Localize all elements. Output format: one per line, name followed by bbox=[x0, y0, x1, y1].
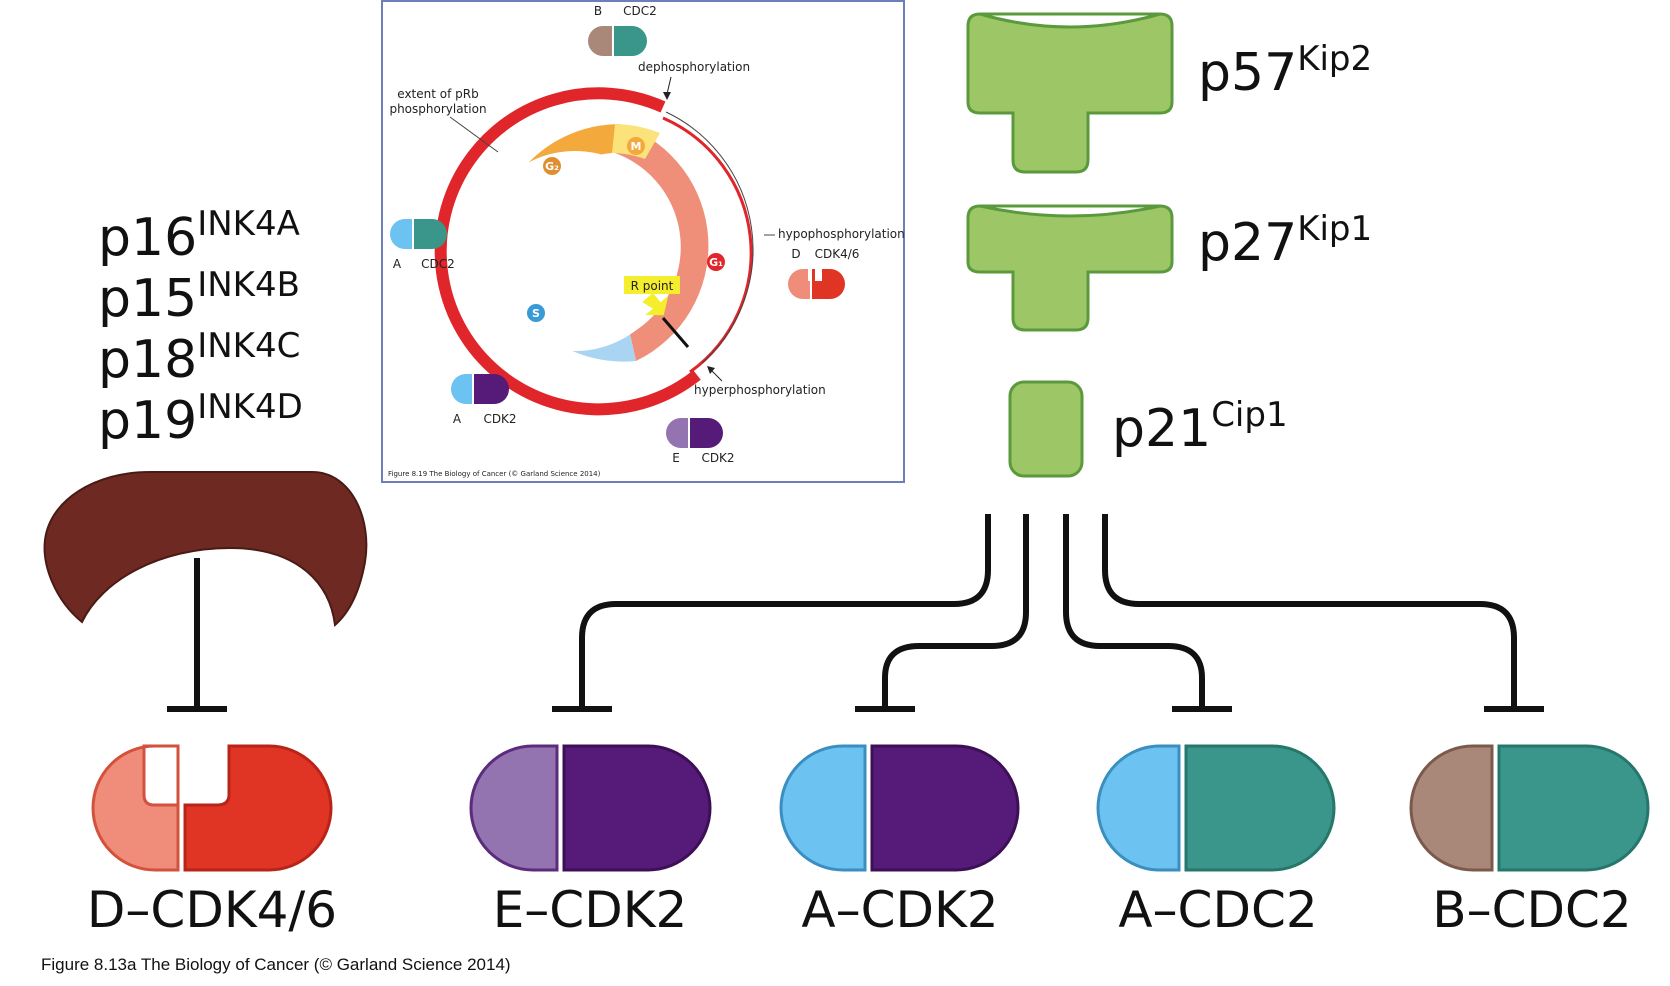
complex-d-cdk46 bbox=[91, 744, 333, 872]
inset-bl-cdk-label: CDK2 bbox=[483, 412, 516, 426]
inset-cell-cycle-figure: M G₂ G₁ S R point extent of pRb phosphor… bbox=[381, 0, 905, 483]
inset-left-cyclin-label: A bbox=[393, 257, 402, 271]
inset-right-cyclin-label: D bbox=[791, 247, 800, 261]
extent-label-1: extent of pRb bbox=[397, 87, 478, 101]
p21-label: p21Cip1 bbox=[1112, 395, 1288, 459]
inset-left-cdk-label: CDC2 bbox=[421, 257, 455, 271]
inset-a-cdc2-complex-left: A CDC2 bbox=[390, 219, 455, 271]
inset-d-cdk46-complex: D CDK4/6 bbox=[788, 247, 859, 299]
complex-label-b-cdc2: B–CDC2 bbox=[1432, 881, 1631, 939]
inset-top-cdk-label: CDC2 bbox=[623, 4, 657, 18]
complex-a-cdk2 bbox=[779, 744, 1020, 872]
p57-label: p57Kip2 bbox=[1198, 39, 1372, 103]
inset-b-cdc2-complex: B CDC2 bbox=[588, 4, 657, 56]
ink4-p15: p15INK4B bbox=[98, 265, 300, 329]
prb-phosphorylation-ring bbox=[434, 87, 701, 416]
hypophosphorylation-label: hypophosphorylation bbox=[778, 227, 905, 241]
inset-bl-cyclin-label: A bbox=[453, 412, 462, 426]
ink4-inhibitor-list: p16INK4A p15INK4B p18INK4C p19INK4D bbox=[98, 204, 303, 451]
phase-g2-label: G₂ bbox=[545, 160, 559, 173]
inset-top-cyclin-label: B bbox=[594, 4, 602, 18]
complex-label-d-cdk46: D–CDK4/6 bbox=[87, 881, 337, 939]
hyperphosphorylation-label: hyperphosphorylation bbox=[694, 383, 826, 397]
inset-bottom-cdk-label: CDK2 bbox=[701, 451, 734, 465]
phase-g1-label: G₁ bbox=[709, 256, 723, 269]
inset-e-cdk2-complex: E CDK2 bbox=[666, 418, 735, 465]
phase-s-label: S bbox=[532, 307, 540, 320]
extent-label-2: phosphorylation bbox=[389, 102, 486, 116]
complex-a-cdc2-main bbox=[1096, 744, 1336, 872]
inset-caption: Figure 8.19 The Biology of Cancer (© Gar… bbox=[388, 470, 601, 478]
inset-right-cdk-label: CDK4/6 bbox=[815, 247, 860, 261]
ink4-protein-shape bbox=[43, 471, 368, 627]
cip-kip-inhibition-arrows bbox=[552, 514, 1544, 712]
complex-label-a-cdc2: A–CDC2 bbox=[1118, 881, 1317, 939]
complex-b-cdc2 bbox=[1409, 744, 1650, 872]
ink4-p16: p16INK4A bbox=[98, 204, 300, 268]
phase-m-label: M bbox=[631, 140, 642, 153]
dephosphorylation-label: dephosphorylation bbox=[638, 60, 750, 74]
p27-protein-shape bbox=[966, 204, 1174, 332]
complex-label-e-cdk2: E–CDK2 bbox=[493, 881, 688, 939]
inset-bottom-cyclin-label: E bbox=[672, 451, 680, 465]
complex-label-a-cdk2: A–CDK2 bbox=[801, 881, 998, 939]
p27-label: p27Kip1 bbox=[1198, 209, 1372, 273]
r-point-label: R point bbox=[631, 279, 674, 293]
cip-kip-inhibitor-list: p57Kip2 p27Kip1 p21Cip1 bbox=[966, 12, 1372, 478]
phase-g1-segment bbox=[615, 125, 709, 361]
inset-a-cdk2-complex: A CDK2 bbox=[451, 374, 517, 426]
p21-protein-shape bbox=[1008, 380, 1084, 478]
ink4-p18: p18INK4C bbox=[98, 326, 300, 390]
p57-protein-shape bbox=[966, 12, 1174, 174]
hypophosphorylation-bracket bbox=[665, 111, 754, 364]
complex-e-cdk2 bbox=[469, 744, 712, 872]
ink4-inhibition-arrow bbox=[167, 558, 227, 712]
ink4-p19: p19INK4D bbox=[98, 387, 303, 451]
figure-caption: Figure 8.13a The Biology of Cancer (© Ga… bbox=[41, 955, 511, 974]
